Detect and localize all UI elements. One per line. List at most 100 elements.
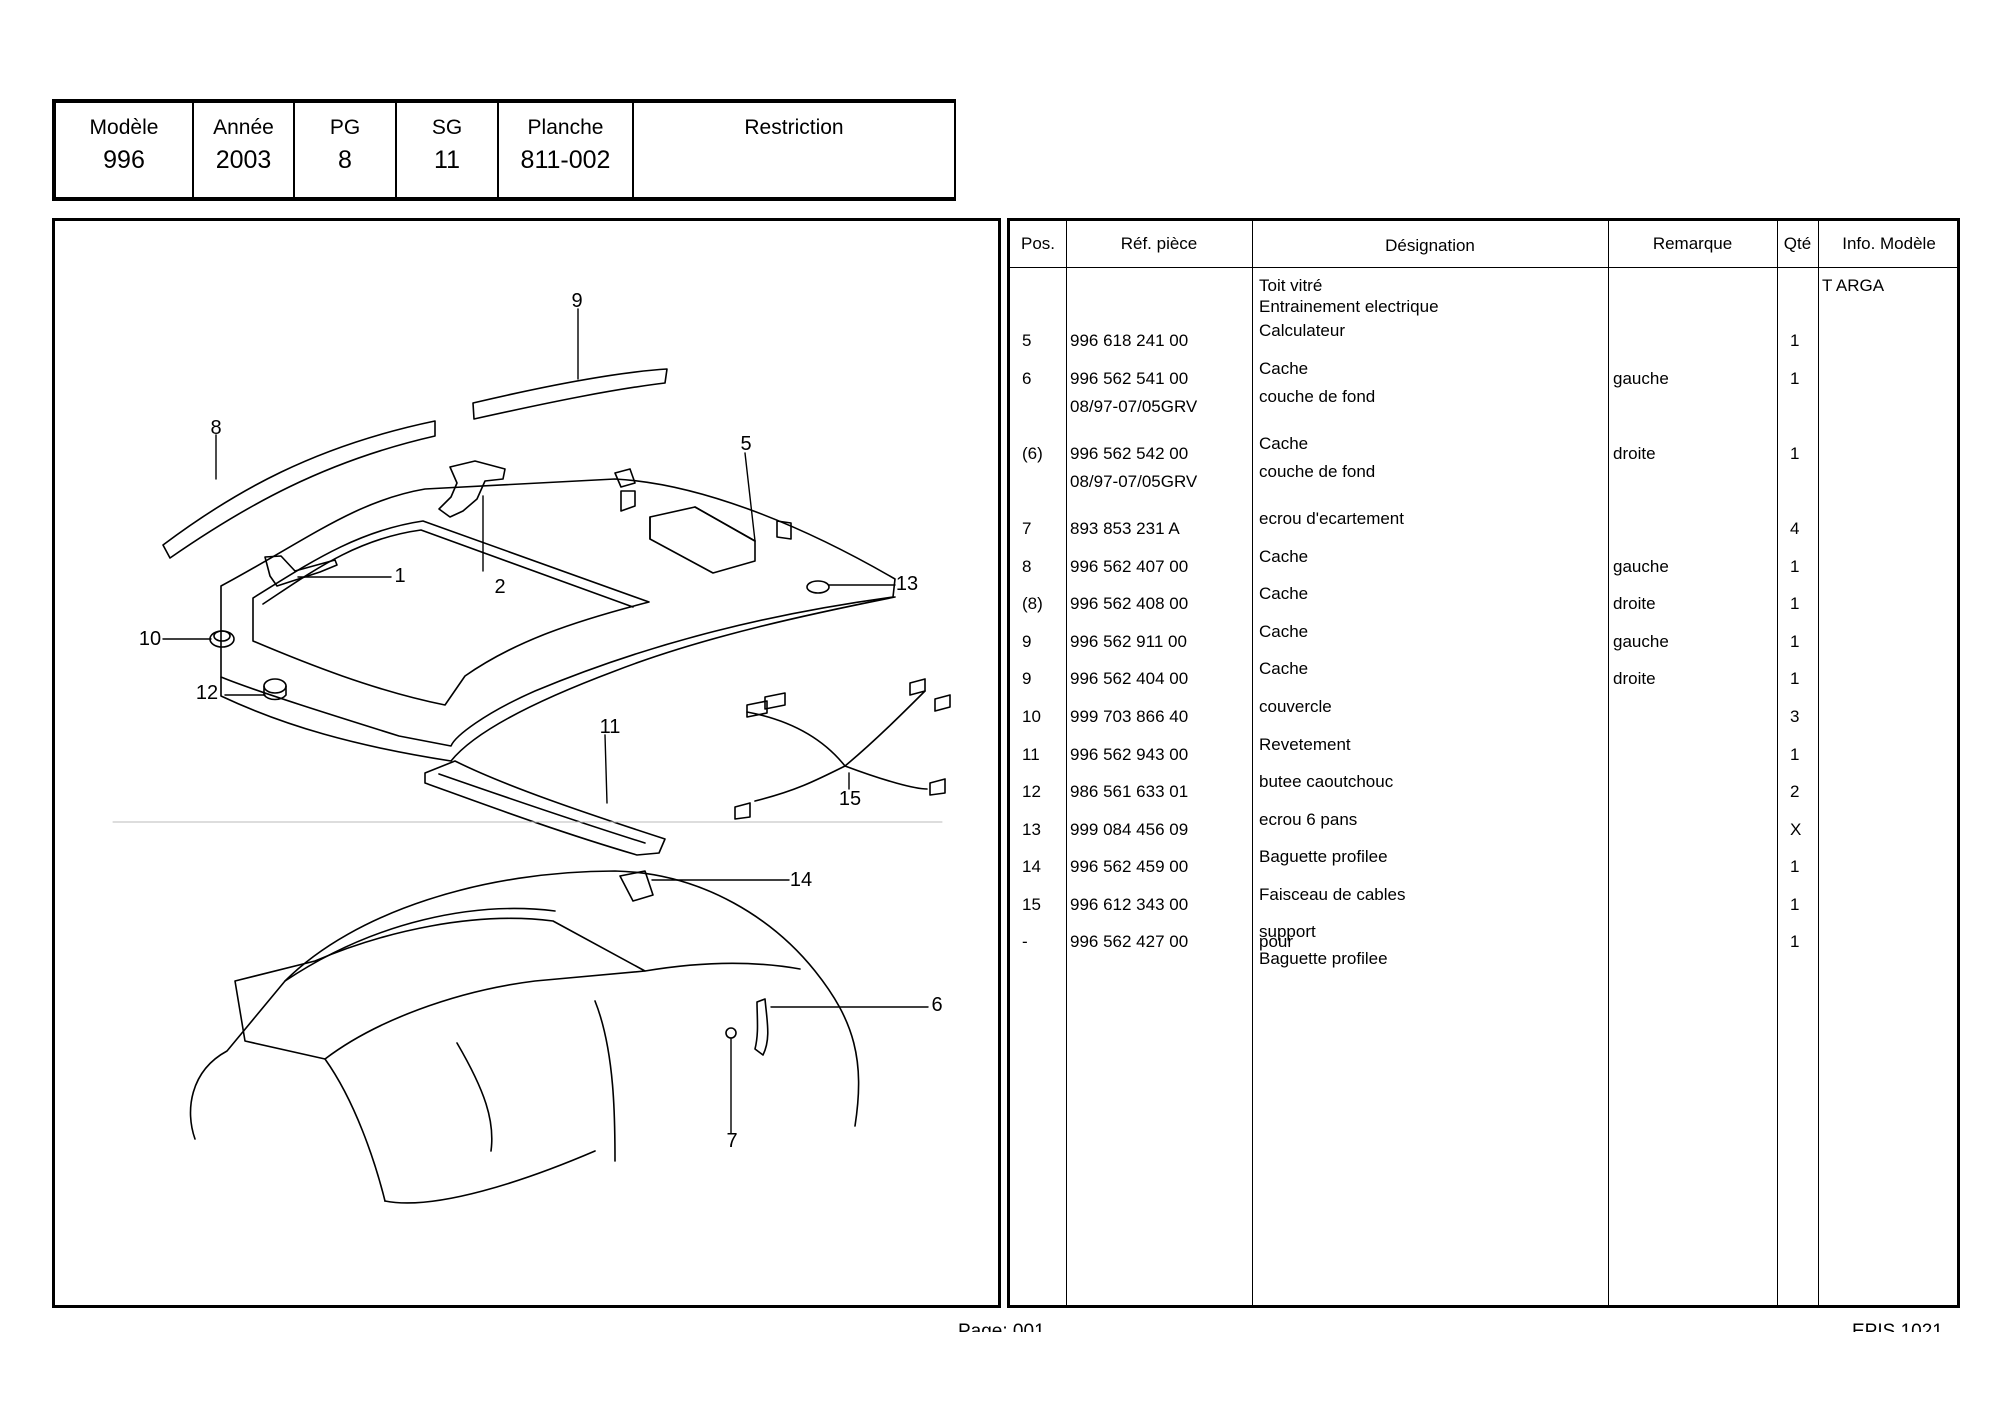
part-1-bracket [264,555,338,587]
col-header-info: Info. Modèle [1842,234,1936,253]
callout-9: 9 [571,290,583,312]
part-7-spacer-nut [725,1027,737,1039]
col-header-ref: Réf. pièce [1120,234,1198,253]
header-col-restriction: Restriction [634,103,956,197]
row-pos: 6 [1022,369,1032,388]
header-value-pg: 8 [338,146,352,174]
col-header-qte: Qté [1783,234,1812,253]
row-qte: 1 [1790,669,1800,688]
col-header-designation: Désignation [1385,236,1475,255]
row-designation: Revetement [1259,735,1351,754]
col-header-pos: Pos. [1020,234,1056,253]
part-2-hinge [438,460,506,518]
row-pos: 15 [1022,895,1041,914]
part-12-rubber-stop [263,678,287,694]
row-ref: 999 703 866 40 [1070,707,1189,726]
row-pos: 9 [1022,632,1032,651]
row-pos: 5 [1022,331,1032,350]
header-col-modele: Modèle 996 [56,103,194,197]
part-6-cover [754,998,769,1056]
row-ref: 08/97-07/05GRV [1070,472,1198,491]
callout-13: 13 [895,573,919,595]
col-header-remarque: Remarque [1652,234,1733,253]
roof-frame-flange [220,596,896,762]
row-remarque: gauche [1613,557,1669,576]
row-ref: 996 618 241 00 [1070,331,1189,350]
roof-assembly-illustration [112,308,951,1204]
callout-14: 14 [789,869,813,891]
row-designation: Cache [1259,659,1309,678]
row-ref: 08/97-07/05GRV [1070,397,1198,416]
part-15-cable-harness [746,690,926,767]
row-ref: 996 562 459 00 [1070,857,1189,876]
part-8-cover-strip [162,420,436,559]
header-label-annee: Année [213,116,274,139]
row-ref: 999 084 456 09 [1070,820,1189,839]
row-ref: 986 561 633 01 [1070,782,1189,801]
row-designation: ecrou d'ecartement [1259,509,1404,528]
part-5-control-unit [649,506,756,574]
callout-12: 12 [195,682,219,704]
header-label-modele: Modèle [89,116,159,139]
row-qte: 1 [1790,557,1800,576]
row-designation: Cache [1259,359,1309,378]
row-pos: (8) [1022,594,1043,613]
row-pos: 8 [1022,557,1032,576]
row-pos: 12 [1022,782,1041,801]
harness-connector [929,778,946,796]
intro-designation-2: Entrainement electrique [1259,297,1439,316]
callout-15: 15 [838,788,862,810]
row-designation: couche de fond [1259,462,1376,481]
row-ref: 996 562 404 00 [1070,669,1189,688]
row-qte: 1 [1790,369,1800,388]
roof-clip-left [620,490,636,512]
roof-clip-right [776,520,792,540]
parts-table: Pos. Réf. pièce Désignation Remarque Qté… [1007,218,1960,1308]
row-designation: Baguette profilee [1259,847,1388,866]
row-remarque: droite [1613,444,1656,463]
header-col-pg: PG 8 [295,103,397,197]
row-remarque: droite [1613,594,1656,613]
row-pos: 14 [1022,857,1041,876]
header-label-restriction: Restriction [744,116,844,139]
row-ref: 996 562 408 00 [1070,594,1189,613]
row-designation: Cache [1259,584,1309,603]
row-remarque: droite [1613,669,1656,688]
footer-code: EPIS 1021 [1852,1321,1943,1332]
car-body-outline [189,870,860,1140]
roof-clip-top [614,468,636,488]
part-14-molding [619,870,654,902]
callout-10: 10 [138,628,162,650]
row-qte: 1 [1790,594,1800,613]
callout-6: 6 [931,994,943,1016]
row-qte: 1 [1790,895,1800,914]
part-10-cover [209,630,235,648]
part-9-cover-strip [472,368,668,420]
row-designation: Cache [1259,622,1309,641]
header-col-sg: SG 11 [397,103,499,197]
row-ref: 996 562 407 00 [1070,557,1189,576]
callout-7: 7 [726,1130,738,1152]
row-designation: couche de fond [1259,387,1376,406]
row-designation: couvercle [1259,697,1332,716]
row-designation: Faisceau de cables [1259,885,1406,904]
row-qte: 4 [1790,519,1800,538]
callout-5: 5 [740,433,752,455]
row-remarque: gauche [1613,632,1669,651]
car-windshield [234,917,646,1060]
row-ref: 996 562 427 00 [1070,932,1189,951]
row-pos: 9 [1022,669,1032,688]
row-ref: 996 562 911 00 [1070,632,1187,651]
row-designation: Calculateur [1259,321,1345,340]
row-qte: 2 [1790,782,1800,801]
row-qte: 1 [1790,745,1800,764]
row-pos: 7 [1022,519,1032,538]
row-ref: 996 562 943 00 [1070,745,1189,764]
row-designation: support [1259,922,1316,941]
header-value-sg: 11 [434,146,460,174]
header-table: Modèle 996 Année 2003 PG 8 SG 11 Planche… [52,99,956,201]
row-qte: 1 [1790,932,1800,951]
row-ref: 996 612 343 00 [1070,895,1189,914]
note-line-1: pour [1259,932,1294,951]
exploded-view-drawing: 9 8 5 1 2 13 10 12 11 15 14 6 7 [52,218,1001,1308]
